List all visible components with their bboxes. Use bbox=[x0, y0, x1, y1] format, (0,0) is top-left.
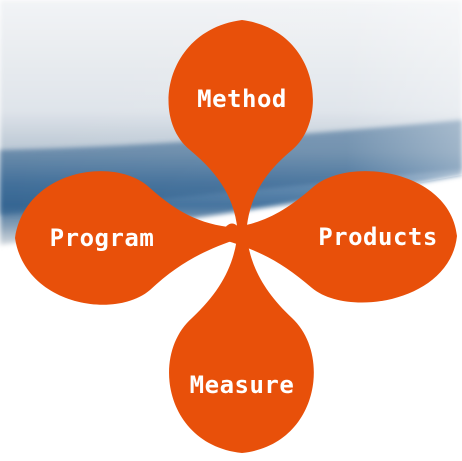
petal-label-method: Method bbox=[197, 85, 287, 113]
petal-left bbox=[15, 171, 240, 305]
petal-label-measure: Measure bbox=[189, 371, 295, 399]
petal-top bbox=[168, 20, 313, 236]
petal-bottom bbox=[169, 228, 314, 453]
petal-label-products: Products bbox=[318, 223, 438, 251]
petal-right bbox=[224, 171, 457, 303]
petal-label-program: Program bbox=[49, 224, 155, 252]
